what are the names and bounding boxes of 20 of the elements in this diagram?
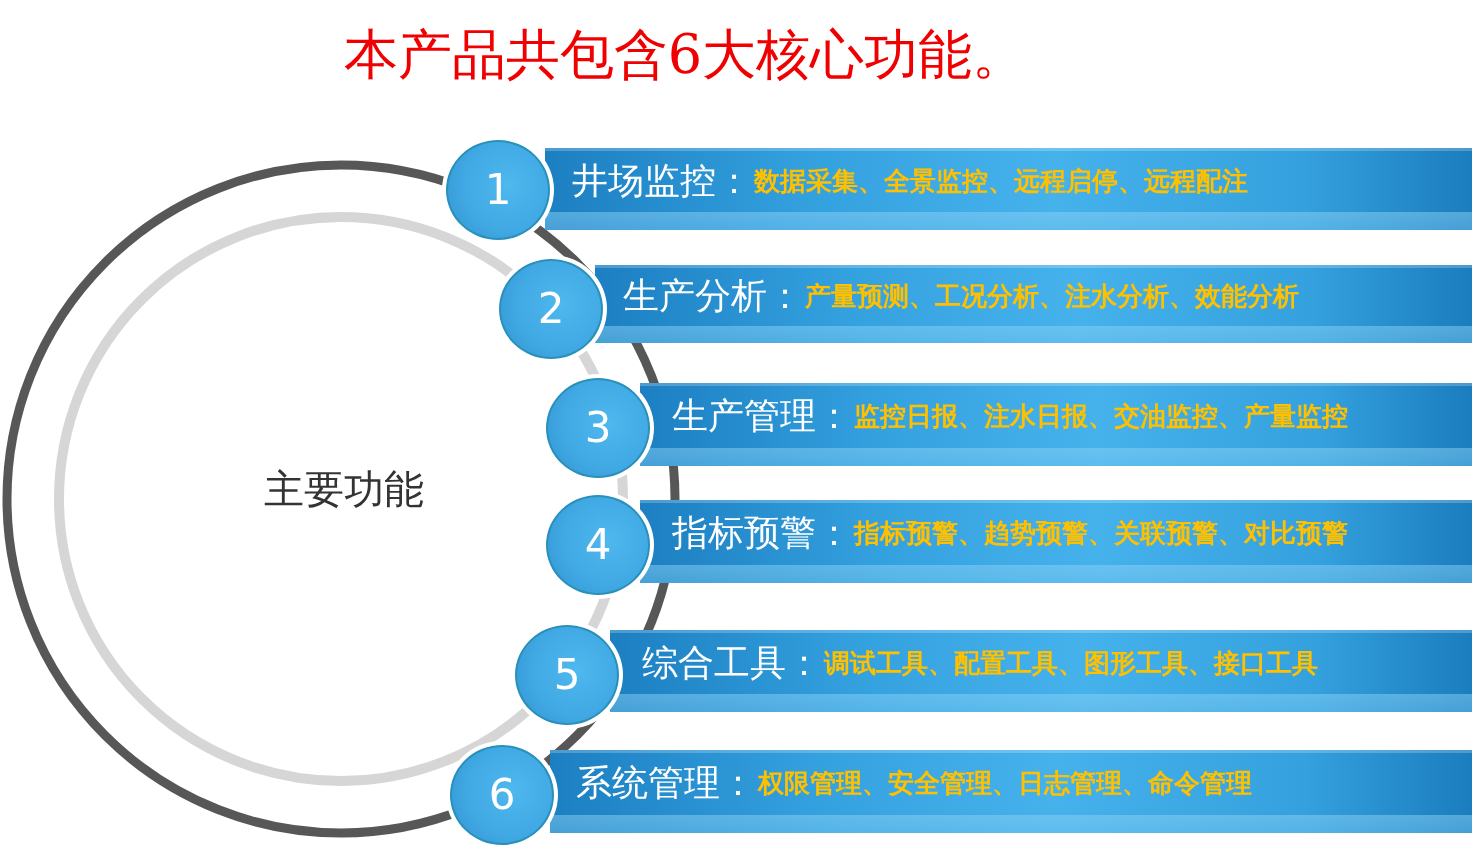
feature-heading: 生产分析： <box>623 274 803 318</box>
feature-list-text: 指标预警、趋势预警、关联预警、对比预警 <box>854 517 1348 550</box>
title-text: 本产品共包含6大核心功能。 <box>343 22 1027 88</box>
feature-banner <box>640 500 1472 583</box>
feature-banner <box>550 750 1472 833</box>
feature-heading: 系统管理： <box>576 761 756 805</box>
feature-list-text: 权限管理、安全管理、日志管理、命令管理 <box>758 767 1252 800</box>
feature-banner <box>595 265 1472 343</box>
feature-list-text: 监控日报、注水日报、交油监控、产量监控 <box>854 400 1348 433</box>
feature-list-text: 数据采集、全景监控、远程启停、远程配注 <box>754 165 1248 198</box>
center-label: 主要功能 <box>264 465 424 513</box>
feature-heading: 综合工具： <box>642 641 822 685</box>
feature-heading: 生产管理： <box>672 394 852 438</box>
feature-heading: 指标预警： <box>672 511 852 555</box>
feature-banner <box>545 148 1472 230</box>
feature-banner <box>610 630 1472 712</box>
feature-list-text: 产量预测、工况分析、注水分析、效能分析 <box>805 280 1299 313</box>
feature-banner <box>640 383 1472 466</box>
feature-heading: 井场监控： <box>572 159 752 203</box>
feature-list-text: 调试工具、配置工具、图形工具、接口工具 <box>824 647 1318 680</box>
